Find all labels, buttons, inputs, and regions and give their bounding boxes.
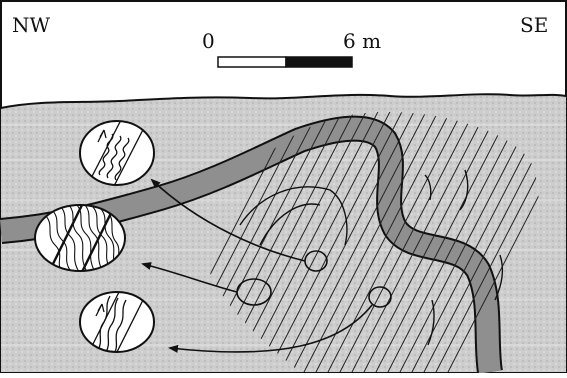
- scale-bar-black-segment: [286, 57, 352, 67]
- middle-inset: [35, 204, 125, 272]
- scale-bar-end-label: 6 m: [343, 29, 381, 53]
- scale-bar-white-segment: [218, 57, 286, 67]
- orientation-left-label: NW: [12, 13, 51, 37]
- orientation-right-label: SE: [520, 13, 548, 37]
- scale-bar-start-label: 0: [202, 29, 215, 53]
